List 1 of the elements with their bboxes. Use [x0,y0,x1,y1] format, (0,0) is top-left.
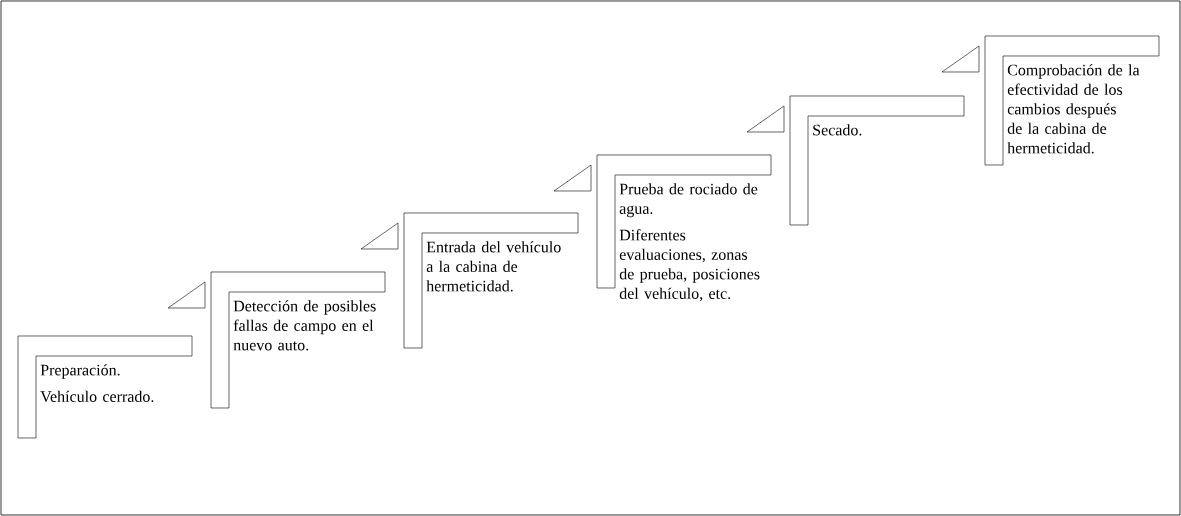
node-label: del vehículo, etc. [619,287,731,302]
